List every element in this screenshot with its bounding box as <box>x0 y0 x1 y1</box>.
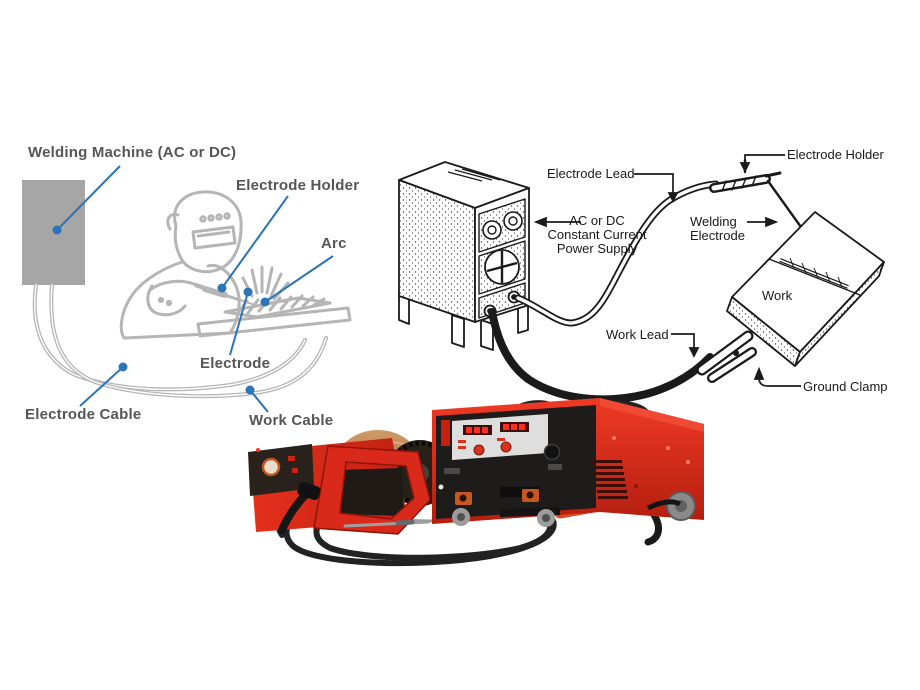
power-source <box>432 398 704 527</box>
callout-arrows <box>533 154 801 387</box>
leader-dots <box>52 225 270 395</box>
label-work-lead: Work Lead <box>606 327 669 342</box>
electrode-lead-cable <box>514 180 720 327</box>
label-electrode: Electrode <box>200 355 271 372</box>
label-ground-clamp: Ground Clamp <box>803 379 888 394</box>
label-power-supply-line1: AC or DC <box>569 213 625 228</box>
label-electrode-cable: Electrode Cable <box>25 406 142 423</box>
work-slab <box>726 211 885 367</box>
label-arc: Arc <box>321 235 347 252</box>
label-welding-electrode-line2: Electrode <box>690 228 745 243</box>
welder-figure <box>119 190 352 340</box>
smaw-circuit-illustration <box>398 154 885 404</box>
label-electrode-lead: Electrode Lead <box>547 166 635 181</box>
welding-machine-photo <box>248 398 704 567</box>
label-work: Work <box>762 288 793 303</box>
work-lead-cable <box>488 308 714 404</box>
contact-tip-rod <box>343 519 430 528</box>
leader-lines <box>56 165 334 413</box>
label-welding-electrode: Welding Electrode <box>690 215 745 243</box>
power-supply-box <box>398 161 530 351</box>
label-work-cable: Work Cable <box>249 412 334 429</box>
label-welding-electrode-line1: Welding <box>690 214 737 229</box>
cables <box>32 283 328 399</box>
label-electrode-holder-right: Electrode Holder <box>787 147 884 162</box>
ground-clamp-drawing <box>696 330 757 383</box>
label-electrode-holder-left: Electrode Holder <box>236 177 360 194</box>
label-welding-machine: Welding Machine (AC or DC) <box>28 144 237 161</box>
label-power-supply-line3: Power Supply <box>556 241 638 256</box>
label-power-supply: AC or DC Constant Current Power Supply <box>535 214 659 256</box>
label-power-supply-line2: Constant Current <box>547 227 647 242</box>
welder-illustration <box>22 165 352 413</box>
wire-feeder <box>248 438 431 535</box>
